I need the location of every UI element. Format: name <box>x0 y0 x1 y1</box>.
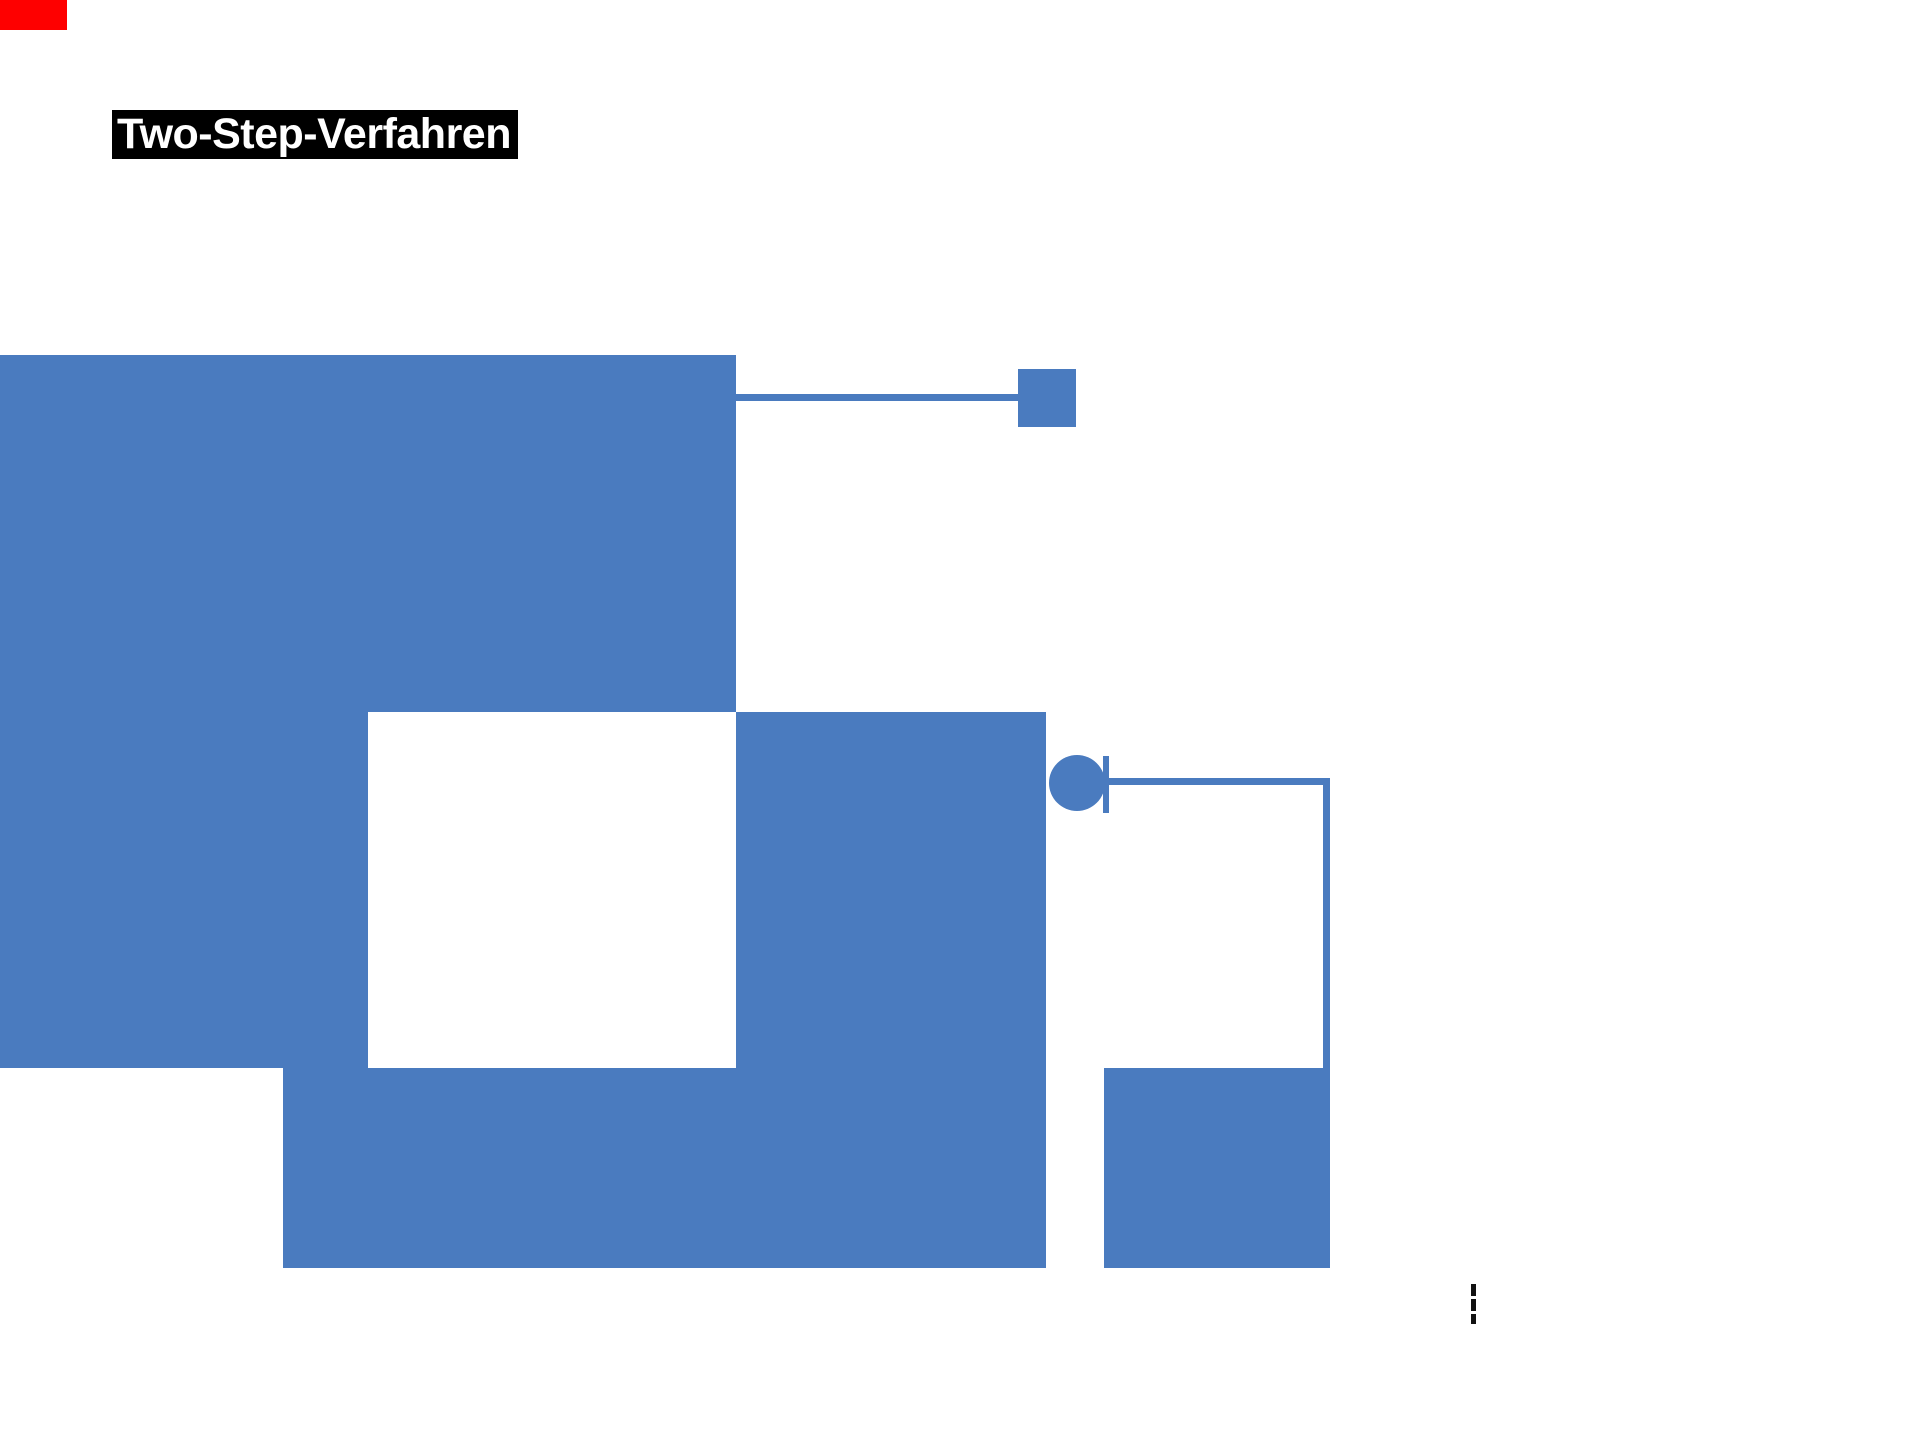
red-marker <box>0 0 67 30</box>
connector-line-down <box>1323 785 1330 1068</box>
small-blue-square-marker <box>1018 369 1076 427</box>
white-cutout-square <box>368 712 736 1068</box>
dashed-line-fragment <box>1471 1284 1476 1324</box>
blue-circle-marker <box>1049 755 1105 811</box>
slide-title: Two-Step-Verfahren <box>112 110 518 159</box>
slide-title-text: Two-Step-Verfahren <box>117 110 511 158</box>
small-blue-rectangle <box>1104 1068 1330 1268</box>
connector-line-middle <box>1109 778 1330 785</box>
connector-line-top <box>736 394 1018 401</box>
connector-tick <box>1103 756 1109 813</box>
